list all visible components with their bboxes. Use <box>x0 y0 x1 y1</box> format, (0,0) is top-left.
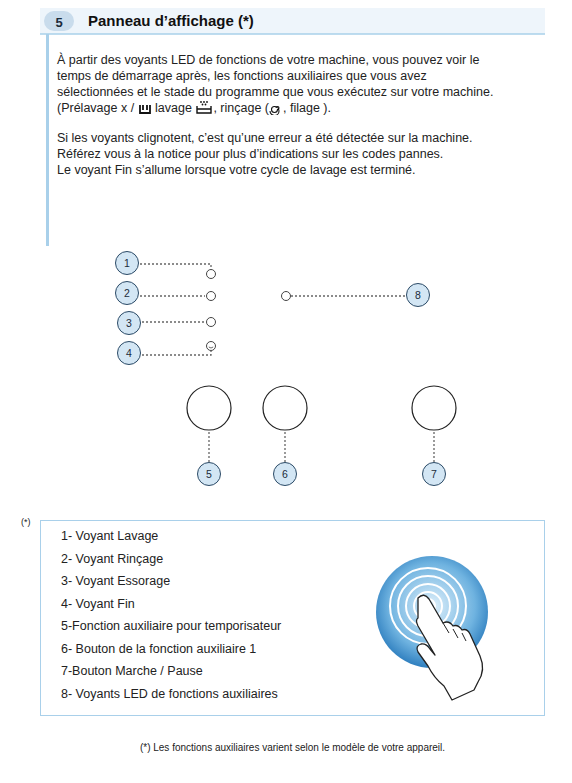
callout-number: 3 <box>117 311 141 335</box>
header-rule <box>40 33 545 35</box>
section-number-text: 5 <box>55 15 62 30</box>
callout-number: 5 <box>197 462 221 486</box>
callout-number-text: 3 <box>126 317 132 329</box>
legend-item: 2- Voyant Rinçage <box>61 552 163 566</box>
section-number: 5 <box>44 12 74 32</box>
paragraph-text: lavage <box>155 101 192 115</box>
footnote: (*) Les fonctions auxiliaires varient se… <box>40 742 545 753</box>
legend-item: 5-Fonction auxiliaire pour temporisateur <box>61 619 281 633</box>
spin-icon <box>269 101 283 115</box>
callout-number: 6 <box>273 462 297 486</box>
callout-number-text: 4 <box>126 347 132 359</box>
intro-paragraph: À partir des voyants LED de fonctions de… <box>57 52 502 116</box>
section-badge <box>44 11 74 31</box>
callout-number: 1 <box>115 251 139 275</box>
error-paragraph: Si les voyants clignotent, c’est qu’une … <box>57 130 502 178</box>
buttons <box>187 386 456 430</box>
legend-item: 3- Voyant Essorage <box>61 574 170 588</box>
legend-item: 1- Voyant Lavage <box>61 529 158 543</box>
callout-number-text: 5 <box>206 468 212 480</box>
side-bar <box>46 34 49 246</box>
callout-number: 4 <box>117 341 141 365</box>
legend-item: 6- Bouton de la fonction auxiliaire 1 <box>61 642 256 656</box>
callout-number-text: 2 <box>124 287 130 299</box>
legend-list-box: 1- Voyant Lavage 2- Voyant Rinçage 3- Voya… <box>40 520 545 716</box>
callout-number-text: 1 <box>124 257 130 269</box>
callout-number-text: 6 <box>282 468 288 480</box>
end-led-mark <box>209 347 213 348</box>
touch-button-illustration <box>376 556 488 700</box>
page-title: Panneau d’affichage (*) <box>88 12 254 29</box>
legend-item: 8- Voyants LED de fonctions auxiliaires <box>61 687 278 701</box>
callout-number: 8 <box>406 283 430 307</box>
wash-icon <box>138 102 152 115</box>
paragraph-text: À partir des voyants LED de fonctions de… <box>57 53 493 115</box>
legend-item: 7-Bouton Marche / Pause <box>61 664 203 678</box>
callout-number-text: 8 <box>415 289 421 301</box>
rinse-icon <box>195 100 213 115</box>
callout-number: 2 <box>115 281 139 305</box>
legend-item: 4- Voyant Fin <box>61 597 135 611</box>
paragraph-text: , rinçage ( <box>213 101 269 115</box>
paragraph-text: Si les voyants clignotent, c’est qu’une … <box>57 131 473 161</box>
paragraph-text: Le voyant Fin s’allume lorsque votre cyc… <box>57 163 416 177</box>
led-indicators <box>207 270 291 351</box>
header-band <box>40 8 545 34</box>
note-mark: (*) <box>21 517 31 527</box>
callout-number: 7 <box>422 462 446 486</box>
callout-number-text: 7 <box>431 468 437 480</box>
leader-lines <box>140 264 434 462</box>
paragraph-text: , filage ). <box>283 101 331 115</box>
